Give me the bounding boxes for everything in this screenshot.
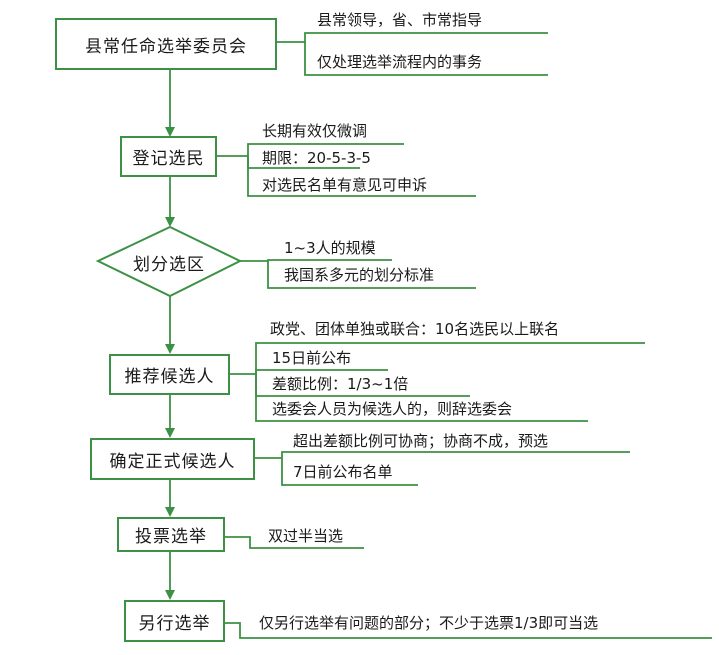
note-text: 仅另行选举有问题的部分；不少于选票1/3即可当选 — [259, 614, 599, 632]
note-text: 期限：20-5-3-5 — [262, 149, 371, 167]
node-label: 确定正式候选人 — [109, 451, 236, 472]
branch-line — [254, 451, 630, 459]
decision-diamond — [95, 225, 243, 298]
node-voter-registration: 登记选民 — [120, 136, 217, 177]
note-text: 7日前公布名单 — [293, 463, 393, 481]
note-text: 超出差额比例可协商；协商不成，预选 — [293, 432, 549, 450]
branch-line — [281, 458, 418, 486]
branch-line — [240, 259, 392, 262]
note-text: 双过半当选 — [268, 527, 344, 545]
branch-line — [276, 32, 548, 43]
note-text: 仅处理选举流程内的事务 — [317, 53, 483, 71]
node-nominate-candidates: 推荐候选人 — [109, 354, 230, 395]
note-text: 差额比例：1/3~1倍 — [272, 375, 409, 393]
note-text: 15日前公布 — [272, 349, 352, 367]
branch-line — [224, 622, 712, 639]
note-text: 1~3人的规模 — [284, 239, 376, 257]
branch-line — [267, 261, 476, 289]
branch-line — [229, 342, 645, 375]
node-election-committee: 县常任命选举委员会 — [55, 18, 277, 70]
branch-line — [247, 156, 476, 197]
node-voting: 投票选举 — [117, 517, 225, 552]
note-text: 政党、团体单独或联合：10名选民以上联名 — [270, 320, 560, 338]
note-text: 对选民名单有意见可申诉 — [262, 176, 428, 194]
node-label: 划分选区 — [133, 255, 205, 275]
node-label: 推荐候选人 — [124, 367, 215, 387]
note-text: 我国系多元的划分标准 — [284, 266, 435, 284]
branch-line — [304, 42, 548, 76]
note-text: 长期有效仅微调 — [262, 122, 368, 140]
node-label: 另行选举 — [138, 613, 211, 634]
node-re-election: 另行选举 — [124, 600, 225, 642]
node-label: 登记选民 — [132, 149, 205, 169]
node-confirm-candidates: 确定正式候选人 — [90, 438, 255, 480]
node-label: 县常任命选举委员会 — [85, 36, 247, 57]
branch-line — [216, 143, 404, 157]
note-text: 县常领导，省、市常指导 — [317, 11, 483, 29]
note-text: 选委会人员为候选人的，则辞选委会 — [272, 400, 513, 418]
node-district-division: 划分选区 — [133, 250, 205, 275]
branch-line — [224, 536, 364, 549]
branch-line — [255, 374, 588, 422]
branch-line — [255, 369, 388, 374]
node-label: 投票选举 — [135, 527, 207, 547]
